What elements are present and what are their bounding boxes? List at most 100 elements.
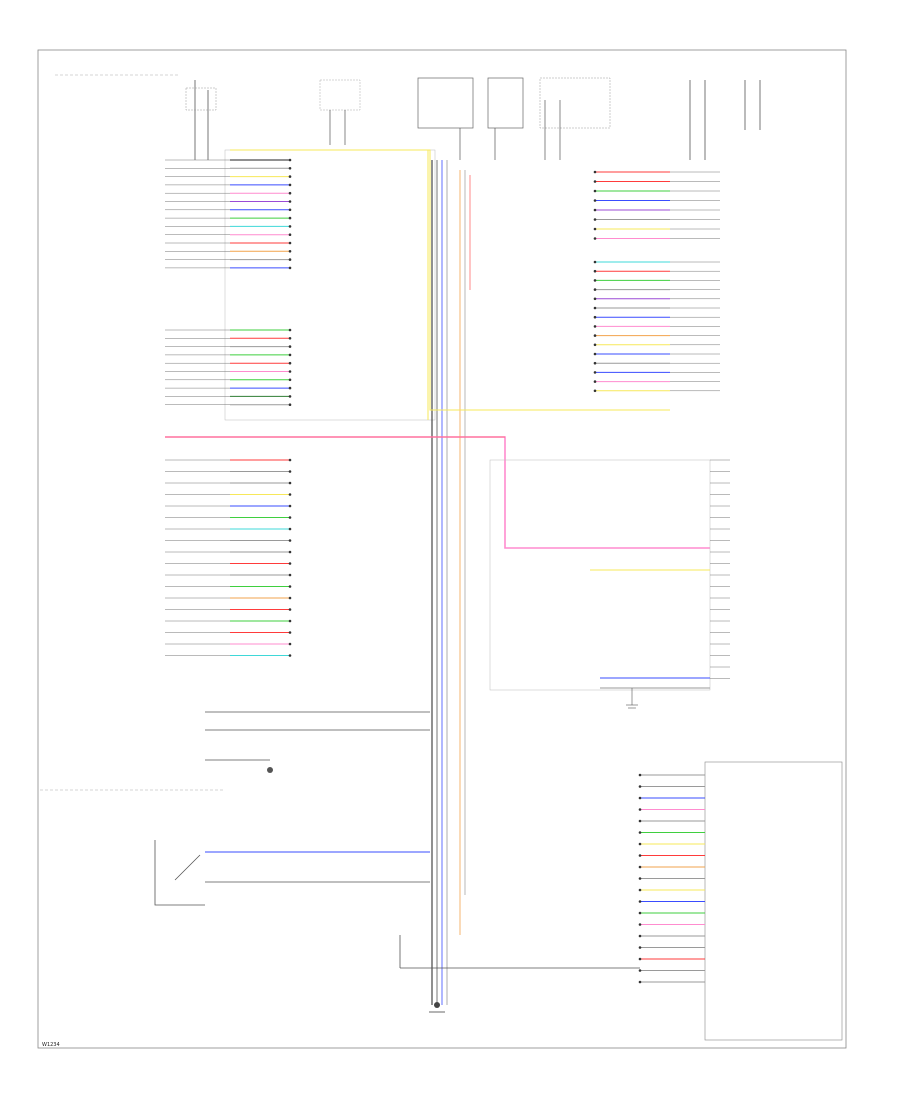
fuse-box-top-left — [185, 80, 217, 160]
upper-connector-dot — [288, 167, 292, 170]
upper-connector-dot — [288, 353, 292, 357]
right-connector-dot — [593, 343, 597, 347]
lower-left-block — [205, 711, 430, 773]
right-connector-dot — [593, 371, 597, 374]
lower-right-dot — [638, 796, 642, 800]
middle-connector-dot — [288, 516, 292, 519]
lower-right-dot — [638, 819, 642, 823]
lower-right-dot — [638, 923, 642, 926]
lower-right-dot — [638, 957, 642, 961]
right-pins-middle — [710, 459, 730, 679]
lower-right-dot — [638, 911, 642, 915]
upper-connector-dot — [288, 233, 292, 236]
right-connector-upper — [593, 170, 720, 393]
upper-connector-dot — [288, 200, 292, 203]
red-feed-wire — [165, 436, 710, 549]
lower-right-dot — [638, 900, 642, 903]
ground-symbol-mid — [626, 688, 638, 709]
upper-connector-dot — [288, 225, 292, 228]
right-connector-dot — [593, 180, 597, 183]
footer-code: W1234 — [42, 1042, 60, 1048]
right-connector-dot — [593, 237, 597, 240]
right-connector-dot — [593, 361, 597, 365]
lower-right-dot — [638, 865, 642, 869]
upper-connector-dot — [288, 258, 292, 261]
lower-right-dot — [638, 969, 642, 972]
upper-connector-dot — [288, 216, 292, 220]
right-connector-dot — [593, 199, 597, 202]
right-connector-dot — [593, 170, 597, 174]
lower-right-dot — [638, 888, 642, 892]
middle-connector-dot — [288, 596, 292, 600]
upper-connector-dot — [288, 250, 292, 253]
middle-connector-dot — [288, 642, 292, 646]
upper-connector-dot — [288, 378, 292, 382]
lower-right-dot — [638, 946, 642, 949]
right-connector-dot — [593, 325, 597, 328]
middle-connector-dot — [288, 562, 292, 565]
upper-connector-dot — [288, 241, 292, 245]
lower-right-dot — [638, 808, 642, 811]
middle-connector-dot — [288, 493, 292, 496]
right-connector-dot — [593, 380, 597, 383]
middle-connector-dot — [288, 573, 292, 577]
right-connector-dot — [593, 218, 597, 221]
lower-right-pins — [638, 773, 705, 984]
upper-wires — [165, 158, 292, 407]
right-connector-dot — [593, 315, 597, 319]
lower-right-dot — [638, 773, 642, 777]
vertical-bus — [427, 150, 471, 1005]
right-connector-dot — [593, 279, 597, 282]
upper-connector-dot — [288, 345, 292, 348]
right-connector-dot — [593, 334, 597, 337]
middle-connector-dot — [288, 470, 292, 473]
fuse-box-top-right — [689, 80, 761, 160]
upper-connector-dot — [288, 328, 292, 332]
right-connector-dot — [593, 306, 597, 310]
lower-right-dot — [638, 934, 642, 938]
lower-right-dot — [638, 877, 642, 880]
top-switch-module — [319, 79, 361, 145]
diagram-frame — [37, 49, 847, 1049]
middle-connector-dot — [288, 550, 292, 554]
right-module-middle — [489, 459, 711, 691]
upper-connector-dot — [288, 395, 292, 398]
middle-connector-dot — [288, 631, 292, 634]
lower-right-dot — [638, 854, 642, 857]
right-connector-dot — [593, 389, 597, 393]
middle-connector-dot — [288, 619, 292, 623]
lower-right-module — [704, 761, 843, 1041]
upper-connector-dot — [288, 175, 292, 178]
lower-right-dot — [638, 980, 642, 984]
middle-connector-dot — [288, 527, 292, 531]
right-connector-dot — [593, 208, 597, 212]
lower-right-dot — [638, 785, 642, 788]
upper-connector-dot — [288, 337, 292, 340]
top-relay — [417, 77, 524, 160]
upper-connector-dot — [288, 370, 292, 373]
middle-connector-dot — [288, 585, 292, 588]
left-pin-block-middle — [165, 458, 292, 657]
middle-connector-dot — [288, 481, 292, 485]
upper-connector-dot — [288, 158, 292, 162]
top-right-connector — [539, 77, 611, 160]
upper-connector-dot — [288, 386, 292, 390]
lower-right-dot — [638, 842, 642, 846]
right-connector-dot — [593, 260, 597, 264]
middle-connector-dot — [288, 539, 292, 542]
upper-connector-dot — [288, 403, 292, 407]
right-connector-dot — [593, 288, 597, 291]
middle-connector-dot — [288, 458, 292, 462]
upper-connector-dot — [288, 183, 292, 187]
yellow-loop-wire — [230, 149, 670, 411]
right-connector-dot — [593, 269, 597, 273]
upper-connector-dot — [288, 191, 292, 195]
right-connector-dot — [593, 189, 597, 193]
upper-connector-dot — [288, 208, 292, 212]
upper-connector-dot — [288, 361, 292, 365]
bottom-left-switch — [154, 840, 430, 906]
right-connector-dot — [593, 227, 597, 231]
middle-connector-dot — [288, 654, 292, 657]
middle-connector-dot — [288, 504, 292, 508]
